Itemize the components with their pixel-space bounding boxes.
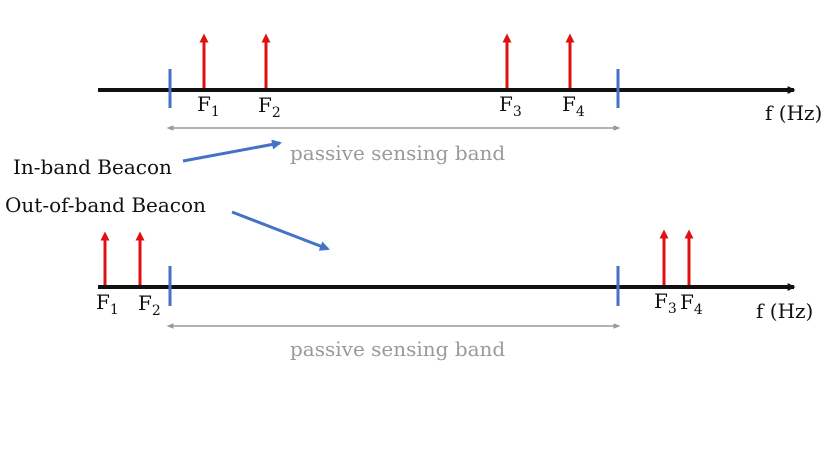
band-label-top: passive sensing band — [290, 141, 505, 165]
out-of-band-tone-label-2: F2 — [138, 291, 161, 319]
out-of-band-tone-label-1: F1 — [96, 290, 119, 318]
in-band-panel: f (Hz) F1 F2 F3 F4 passive sensing band In-… — [13, 33, 822, 179]
axis-label-bottom: f (Hz) — [756, 299, 813, 323]
axis-label-top: f (Hz) — [765, 101, 822, 125]
out-of-band-tone-label-4: F4 — [680, 290, 703, 318]
band-label-bottom: passive sensing band — [290, 337, 505, 361]
out-of-band-tone-label-3: F3 — [654, 289, 677, 317]
in-band-pointer — [182, 139, 282, 163]
out-of-band-caption: Out-of-band Beacon — [5, 193, 206, 217]
in-band-tones: F1 F2 F3 F4 — [197, 33, 585, 121]
in-band-tone-label-1: F1 — [197, 92, 220, 120]
out-of-band-pointer — [231, 210, 330, 251]
in-band-tone-label-3: F3 — [499, 92, 522, 120]
in-band-caption: In-band Beacon — [13, 155, 172, 179]
in-band-tone-label-2: F2 — [258, 93, 281, 121]
in-band-tone-label-4: F4 — [562, 92, 585, 120]
